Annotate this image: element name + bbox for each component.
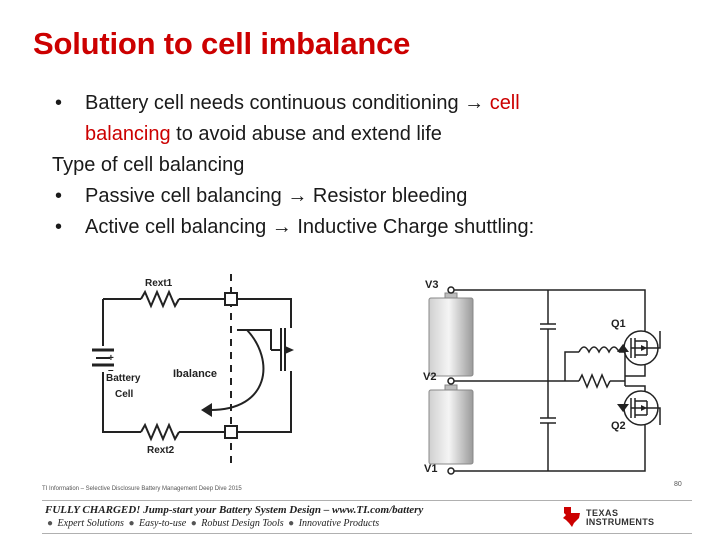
resistor-rext1 [140,289,180,309]
footer-feature: Innovative Products [298,518,380,529]
battery-cell-symbol [92,348,114,367]
page-number: 80 [674,481,682,488]
footer-features: ● Expert Solutions ● Easy-to-use ● Robus… [45,518,379,529]
footer-feature: Expert Solutions [57,518,124,529]
footer-feature: Easy-to-use [138,518,187,529]
label-ibalance: Ibalance [173,368,217,380]
label-v1: V1 [424,463,437,475]
highlight-text: balancing [85,123,171,145]
separator-dot: ● [288,518,295,529]
bullet-item: • Battery cell needs continuous conditio… [52,88,692,119]
label-v3: V3 [425,279,438,291]
bullet-dot: • [55,185,63,207]
battery-cell-upper [428,292,474,377]
passive-balancing-schematic: Rext1 Rext2 Ibalance Battery Cell + – [92,274,294,465]
label-q1: Q1 [611,318,626,330]
bullet-text: Active cell balancing → Inductive Charge… [85,216,535,238]
label-minus: – [108,365,114,376]
bullet-continuation: balancing to avoid abuse and extend life [52,119,692,150]
separator-dot: ● [190,518,197,529]
node-v2 [447,377,455,385]
ibalance-arrow [209,329,265,411]
label-v2: V2 [423,371,436,383]
label-cell: Cell [115,389,134,400]
node-v3 [447,286,455,294]
label-rext2: Rext2 [147,445,175,456]
label-plus: + [108,353,114,364]
bullet-list: • Battery cell needs continuous conditio… [52,88,692,243]
logo-text-instruments: INSTRUMENTS [586,517,655,527]
section-heading: Type of cell balancing [52,154,245,176]
resistor-rext2 [140,422,180,442]
bullet-text: Battery cell needs continuous conditioni… [85,92,490,114]
bullet-text: Passive cell balancing → Resistor bleedi… [85,185,468,207]
separator-dot: ● [47,518,54,529]
slide-title: Solution to cell imbalance [33,26,411,61]
footer-tagline: FULLY CHARGED! Jump-start your Battery S… [45,504,424,516]
separator-dot: ● [128,518,135,529]
highlight-text: cell [489,92,520,114]
bullet-item: • Active cell balancing → Inductive Char… [52,212,692,243]
label-rext1: Rext1 [145,278,173,289]
footer-feature: Robust Design Tools [201,518,284,529]
inductor-coil [578,346,620,354]
footnote: TI Information – Selective Disclosure Ba… [42,486,242,492]
label-battery: Battery [106,373,141,384]
texas-state-icon [563,507,580,527]
footer-banner: FULLY CHARGED! Jump-start your Battery S… [42,500,692,534]
active-balancing-schematic: V3 V2 V1 Q1 Q2 [423,279,661,475]
node-v1 [447,467,455,475]
bullet-dot: • [55,216,63,238]
bullet-item: • Passive cell balancing → Resistor blee… [52,181,692,212]
resistor-series [578,373,611,389]
battery-cell-lower [428,384,474,465]
logo-text-texas: TEXAS [586,508,619,518]
bullet-text: to avoid abuse and extend life [170,123,442,145]
bullet-dot: • [55,92,63,114]
label-q2: Q2 [611,420,626,432]
